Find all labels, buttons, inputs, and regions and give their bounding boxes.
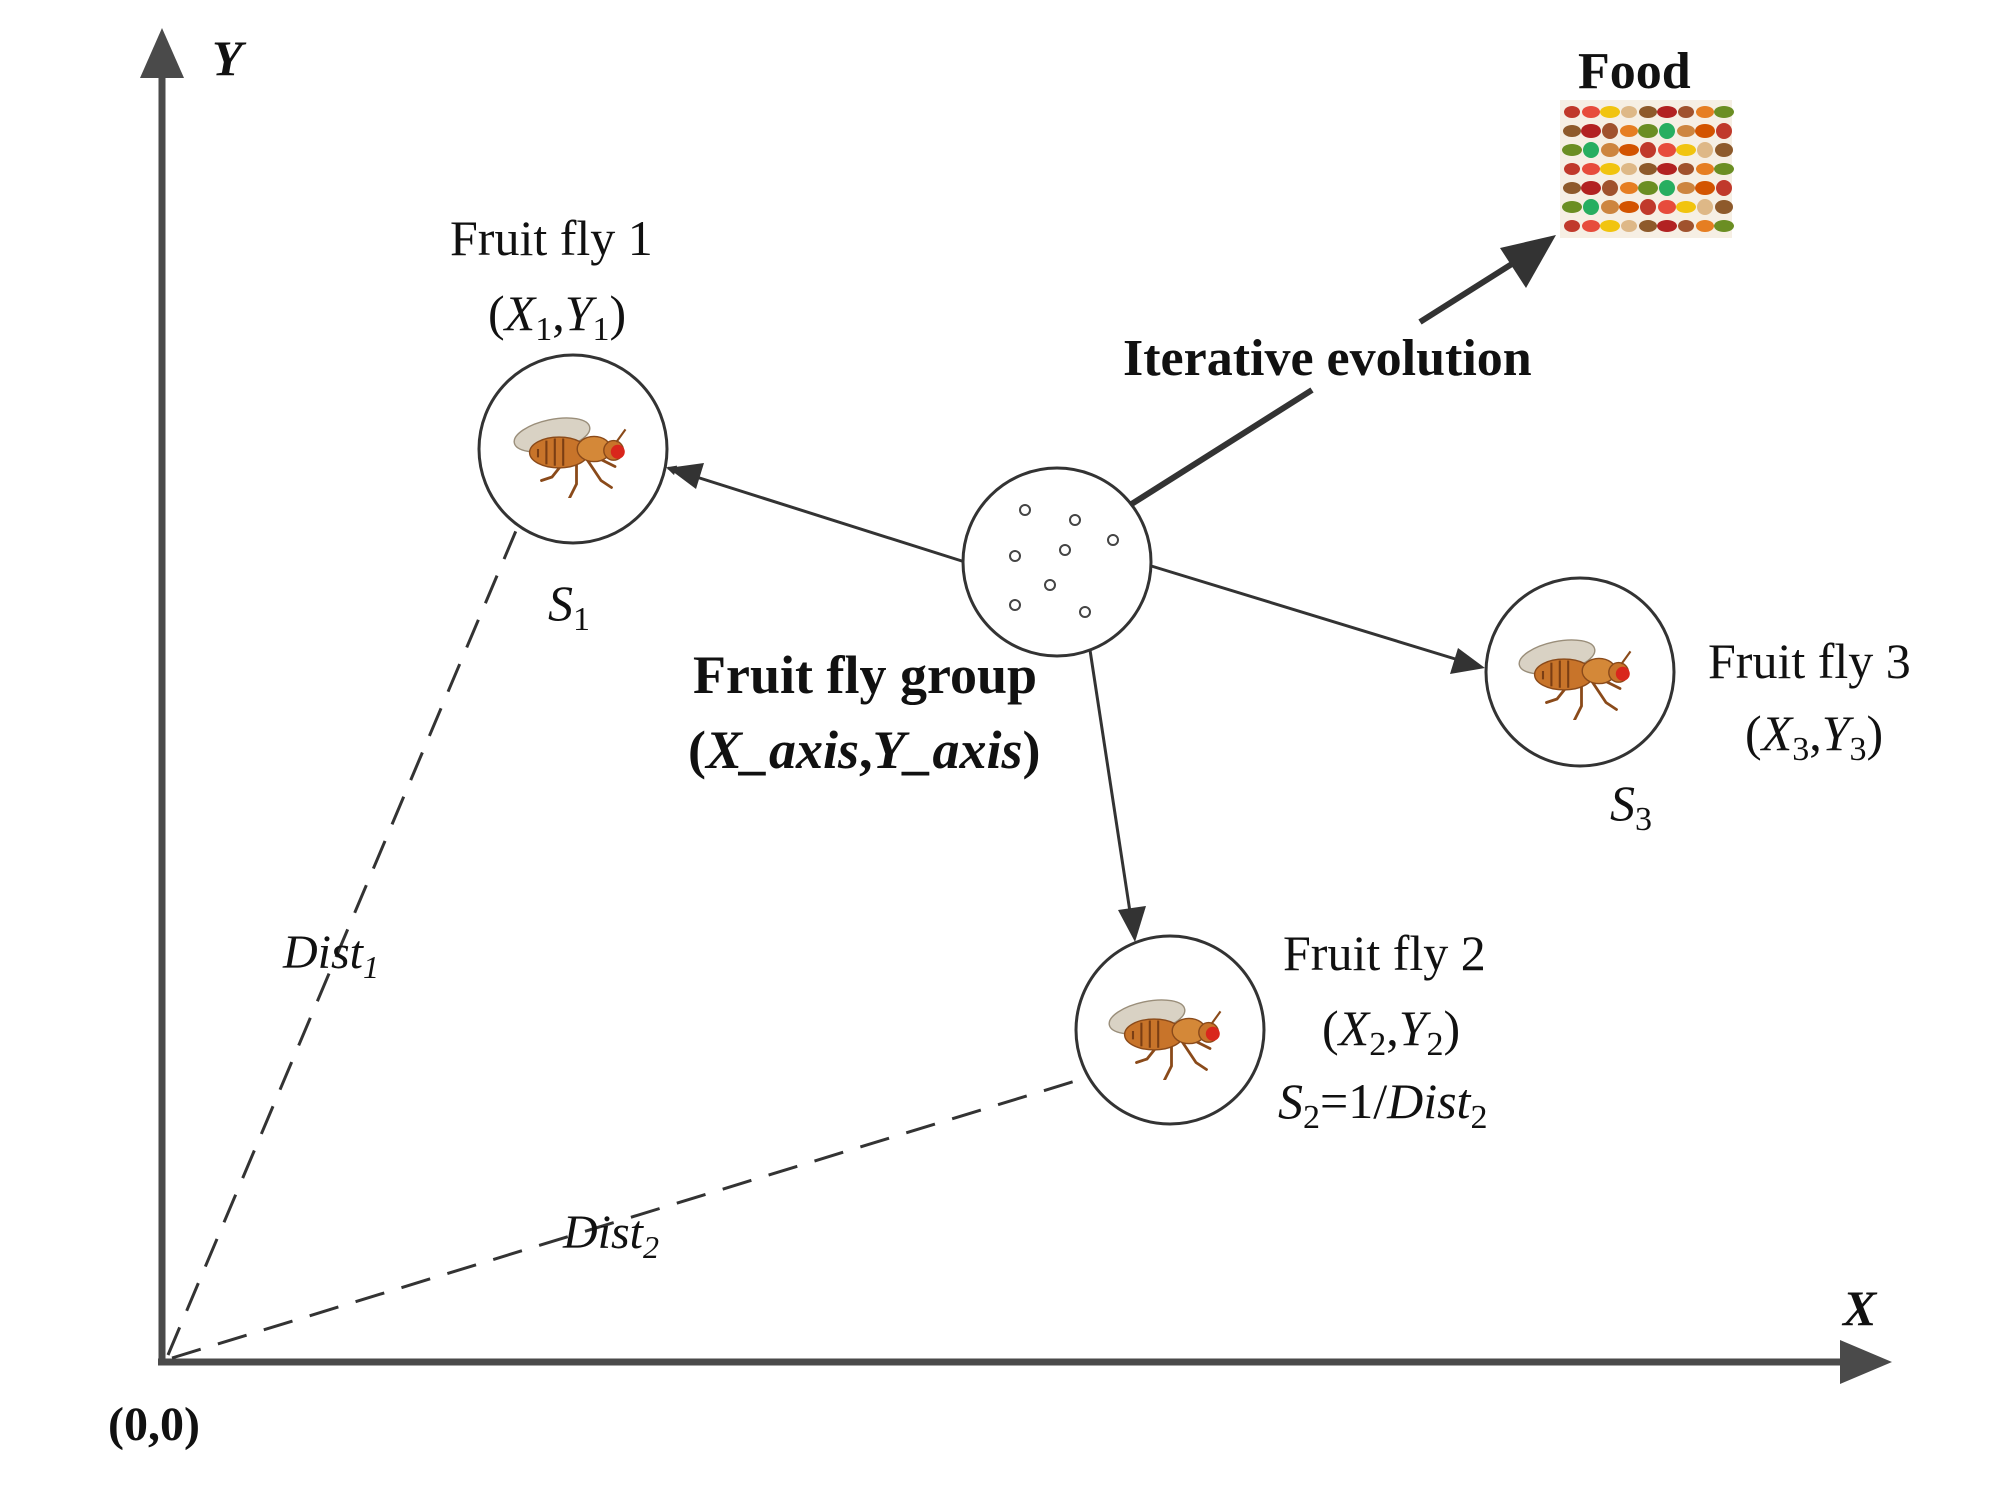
group-circle [961,466,1153,658]
evolution-arrow-upper [1418,259,1517,325]
evolution-label: Iterative evolution [1123,330,1532,387]
axes: Y X (0,0) [108,28,1892,1451]
fruit-fly-2: Fruit fly 2 (X2,Y2) S2=1/Dist2 [1074,925,1487,1136]
fly2-coordinates: (X2,Y2) [1322,1000,1460,1063]
fly3-title: Fruit fly 3 [1708,633,1911,689]
fly1-coordinates: (X1,Y1) [488,285,626,348]
arrowhead-fly2 [1118,906,1146,942]
arrow-to-fly2 [1088,649,1134,926]
evolution-arrowhead [1500,235,1556,288]
arrow-to-fly3 [1147,563,1476,667]
fly1-title: Fruit fly 1 [450,210,653,266]
y-axis-label: Y [212,30,247,86]
dist1-label: Dist1 [282,926,379,985]
fly3-smell: S3 [1610,775,1652,838]
fly2-title: Fruit fly 2 [1283,925,1486,981]
dist2-label: Dist2 [562,1206,659,1265]
dist1-line [166,525,520,1356]
fruit-fly-group: Fruit fly group (X_axis,Y_axis) [688,466,1153,780]
group-particles [1009,504,1119,618]
dist2-line [171,1073,1096,1360]
x-axis-arrowhead [1840,1340,1892,1384]
fly1-smell: S1 [548,575,590,638]
fruit-fly-1: Fruit fly 1 (X1,Y1) S1 [450,210,669,638]
fly2-smell: S2=1/Dist2 [1278,1073,1487,1136]
food-image-icon [1560,100,1734,238]
arrowhead-fly3 [1450,648,1485,674]
x-axis-label: X [1841,1280,1878,1336]
arrowhead-fly1 [668,463,704,489]
group-coordinates: (X_axis,Y_axis) [688,720,1041,780]
food-label: Food [1578,43,1691,100]
group-title: Fruit fly group [693,645,1037,705]
evolution-arrow-lower [1128,387,1314,508]
food: Food [1560,43,1734,238]
origin-label: (0,0) [108,1398,200,1451]
arrow-to-fly1 [666,465,966,564]
fruit-fly-3: Fruit fly 3 (X3,Y3) S3 [1484,576,1911,838]
y-axis-arrowhead [140,28,184,78]
fly3-coordinates: (X3,Y3) [1745,705,1883,768]
